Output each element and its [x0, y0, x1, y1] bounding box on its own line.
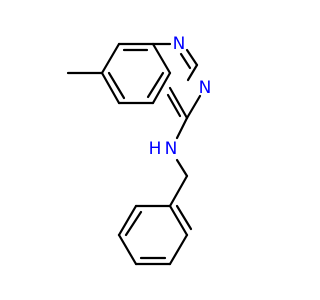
- bond-c7-c6-inner: [107, 71, 126, 100]
- bond-c4-nh: [175, 116, 189, 140]
- bond-ph2-ph3: [168, 233, 189, 266]
- bond-ch2-phenyl: [168, 174, 189, 208]
- bond-ph1-ph2-inner: [175, 204, 193, 231]
- atom-label-n3: N: [199, 78, 212, 98]
- bond-c4a-c8a: [151, 42, 172, 75]
- bond-n1-c2: [185, 48, 199, 67]
- atom-labels: N N H N: [149, 34, 212, 159]
- bond-c8-c7: [100, 42, 121, 75]
- bond-c2-n3: [186, 63, 199, 82]
- bond-ph5-ph6-inner: [124, 210, 143, 237]
- atom-label-nh-h: H: [149, 139, 162, 159]
- bond-n3-c4: [185, 94, 202, 120]
- bond-c5-c4a: [151, 71, 172, 105]
- bond-nh-ch2: [175, 158, 189, 178]
- molecule-structure-diagram: N N H N: [66, 34, 212, 266]
- bond-c4-c4a-inner: [166, 93, 182, 118]
- bond-c4-c4a: [168, 86, 189, 120]
- bond-ph1-ph2: [168, 204, 189, 237]
- bond-ph5-ph6: [117, 204, 138, 237]
- bond-ph4-ph5: [117, 233, 138, 266]
- bond-c7-c6: [100, 71, 121, 105]
- atom-label-nh-n: N: [165, 139, 178, 159]
- bonds: [66, 42, 202, 266]
- bond-n1-c2-inner: [179, 52, 192, 70]
- bond-c5-c4a-inner: [146, 71, 165, 99]
- atom-label-n1: N: [173, 34, 186, 54]
